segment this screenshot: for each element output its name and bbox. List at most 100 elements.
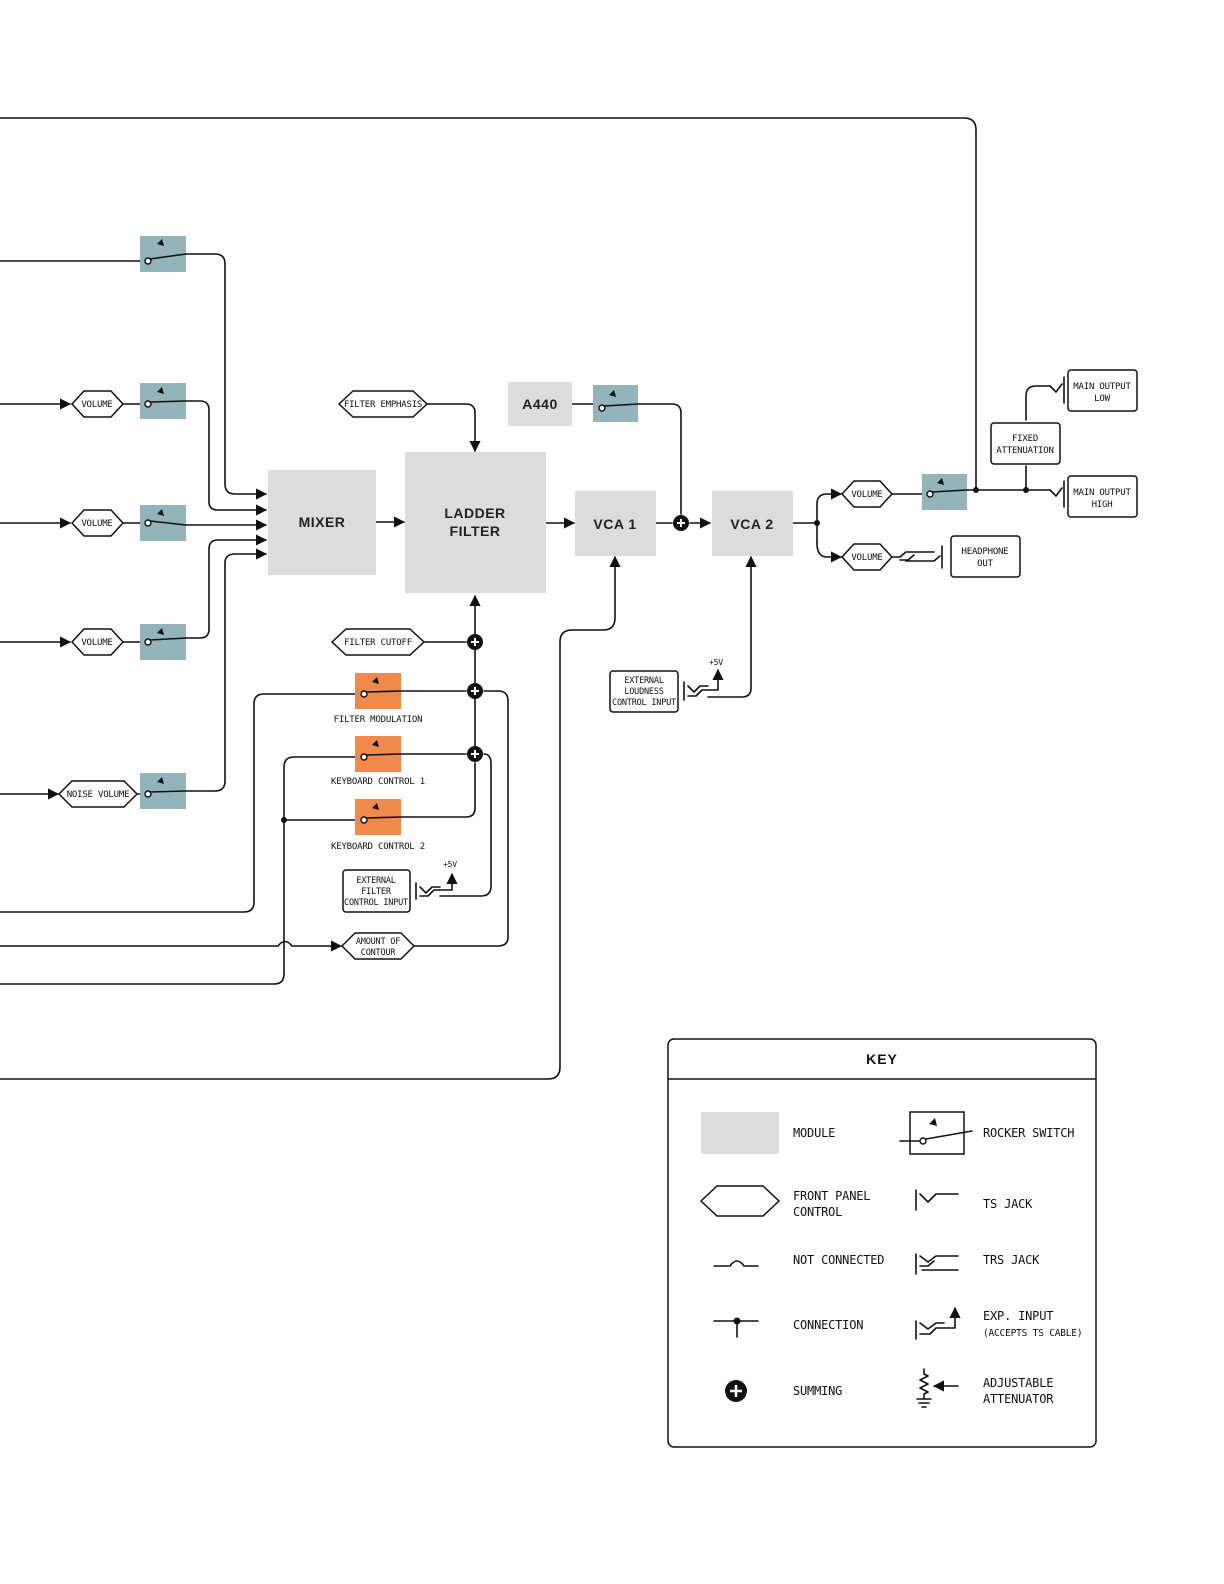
rocker-switch[interactable] — [140, 773, 187, 809]
svg-text:AMOUNT OF: AMOUNT OF — [356, 937, 400, 947]
rocker-switch[interactable] — [140, 505, 187, 541]
rocker-switch-icon — [899, 1111, 973, 1155]
main-output-low-jack[interactable]: MAIN OUTPUT LOW — [1049, 369, 1138, 412]
headphone-volume-control[interactable]: VOLUME — [840, 543, 894, 571]
wires — [0, 117, 1051, 1080]
svg-text:HIGH: HIGH — [1092, 500, 1113, 510]
svg-text:NOISE VOLUME: NOISE VOLUME — [67, 790, 130, 800]
summing-icon — [467, 746, 483, 762]
svg-text:VOLUME: VOLUME — [81, 400, 112, 410]
svg-text:CONTROL INPUT: CONTROL INPUT — [612, 698, 676, 708]
svg-text:FILTER EMPHASIS: FILTER EMPHASIS — [344, 400, 422, 410]
svg-text:EXP. INPUT: EXP. INPUT — [983, 1309, 1053, 1323]
svg-text:MAIN OUTPUT: MAIN OUTPUT — [1073, 488, 1131, 498]
rocker-switch-filter-modulation[interactable] — [355, 673, 402, 709]
rocker-switch[interactable] — [140, 624, 187, 660]
main-output-high-jack[interactable]: MAIN OUTPUT HIGH — [1049, 475, 1138, 518]
adjustable-attenuator-icon — [916, 1368, 959, 1408]
svg-text:CONTOUR: CONTOUR — [361, 948, 397, 958]
volume-control[interactable]: VOLUME — [70, 509, 125, 537]
ladder-filter-label-1: LADDER — [444, 505, 505, 521]
rocker-switch-keyboard-control-1[interactable] — [355, 736, 402, 772]
jacks: EXTERNAL FILTER CONTROL INPUT +5V EXTERN… — [342, 369, 1138, 913]
ext-filter-control-input[interactable]: EXTERNAL FILTER CONTROL INPUT +5V — [342, 860, 457, 913]
svg-text:(ACCEPTS TS CABLE): (ACCEPTS TS CABLE) — [983, 1328, 1082, 1339]
key-title: KEY — [866, 1051, 898, 1067]
volume-control[interactable]: VOLUME — [70, 628, 125, 656]
svg-text:TRS JACK: TRS JACK — [983, 1253, 1040, 1267]
svg-text:ATTENUATOR: ATTENUATOR — [983, 1392, 1054, 1406]
front-panel-controls: VOLUME VOLUME VOLUME NOISE VOLUME FILTER… — [57, 390, 894, 960]
vca1-label: VCA 1 — [593, 516, 636, 532]
svg-text:HEADPHONE: HEADPHONE — [962, 547, 1009, 557]
svg-text:CONTROL: CONTROL — [793, 1205, 842, 1219]
svg-text:FILTER CUTOFF: FILTER CUTOFF — [344, 638, 412, 648]
filter-cutoff-control[interactable]: FILTER CUTOFF — [330, 628, 426, 656]
trs-jack-icon — [915, 1253, 959, 1275]
ladder-filter-module — [405, 452, 546, 593]
connection-dots — [281, 487, 1029, 823]
rocker-switch[interactable] — [140, 383, 187, 419]
noise-volume-control[interactable]: NOISE VOLUME — [57, 780, 139, 808]
summing-icon — [467, 683, 483, 699]
svg-text:NOT CONNECTED: NOT CONNECTED — [793, 1253, 884, 1267]
rocker-switch-keyboard-control-2[interactable] — [355, 799, 402, 835]
ts-jack-icon — [915, 1189, 959, 1211]
svg-text:TS JACK: TS JACK — [983, 1197, 1033, 1211]
headphone-out-jack[interactable]: HEADPHONE OUT — [891, 535, 1021, 578]
connection-icon — [713, 1317, 759, 1338]
svg-text:VOLUME: VOLUME — [81, 638, 112, 648]
vca2-module — [712, 491, 793, 556]
svg-text:ROCKER SWITCH: ROCKER SWITCH — [983, 1126, 1074, 1140]
svg-text:FILTER: FILTER — [361, 887, 392, 897]
mixer-module — [268, 470, 376, 575]
keyboard-control-2-label: KEYBOARD CONTROL 2 — [331, 842, 425, 852]
key-module-label: MODULE — [793, 1126, 835, 1140]
summing-icon — [673, 515, 689, 531]
filter-emphasis-control[interactable]: FILTER EMPHASIS — [337, 390, 429, 418]
rocker-switch-a440[interactable] — [593, 385, 639, 422]
vca1-module — [575, 491, 656, 556]
filter-modulation-label: FILTER MODULATION — [334, 715, 423, 725]
rocker-switches: FILTER MODULATION KEYBOARD CONTROL 1 KEY… — [140, 236, 968, 852]
fixed-attenuation-box: FIXED ATTENUATION — [990, 422, 1061, 465]
rocker-switch-output[interactable] — [922, 474, 968, 510]
svg-text:LOUDNESS: LOUDNESS — [624, 687, 663, 697]
front-panel-control-icon — [699, 1185, 781, 1217]
key-legend: KEY MODULE FRONT PANEL CONTROL NOT CONNE… — [667, 1038, 1097, 1448]
summing-nodes — [467, 515, 689, 762]
svg-text:VOLUME: VOLUME — [851, 553, 882, 563]
svg-text:MAIN OUTPUT: MAIN OUTPUT — [1073, 382, 1131, 392]
svg-text:SUMMING: SUMMING — [793, 1384, 842, 1398]
volume-control[interactable]: VOLUME — [70, 390, 125, 418]
module-swatch — [701, 1112, 779, 1154]
summing-icon — [725, 1380, 747, 1402]
svg-text:VOLUME: VOLUME — [851, 490, 882, 500]
summing-icon — [467, 634, 483, 650]
svg-text:+5V: +5V — [709, 658, 723, 667]
keyboard-control-1-label: KEYBOARD CONTROL 1 — [331, 777, 425, 787]
svg-text:EXTERNAL: EXTERNAL — [356, 876, 395, 886]
a440-module — [508, 382, 572, 426]
mixer-label: MIXER — [299, 514, 346, 530]
a440-label: A440 — [522, 396, 557, 412]
svg-text:EXTERNAL: EXTERNAL — [624, 676, 663, 686]
modules: MIXER LADDER FILTER VCA 1 VCA 2 A440 — [268, 382, 793, 593]
svg-text:CONNECTION: CONNECTION — [793, 1318, 863, 1332]
svg-text:FRONT PANEL: FRONT PANEL — [793, 1189, 870, 1203]
svg-text:FIXED: FIXED — [1012, 434, 1038, 444]
svg-text:ADJUSTABLE: ADJUSTABLE — [983, 1376, 1053, 1390]
exp-input-icon — [915, 1308, 955, 1340]
rocker-switch[interactable] — [140, 236, 187, 272]
svg-text:CONTROL INPUT: CONTROL INPUT — [344, 898, 408, 908]
svg-text:+5V: +5V — [443, 860, 457, 869]
ext-loudness-control-input[interactable]: EXTERNAL LOUDNESS CONTROL INPUT +5V — [609, 658, 723, 713]
vca2-label: VCA 2 — [730, 516, 773, 532]
svg-text:ATTENUATION: ATTENUATION — [996, 446, 1053, 456]
svg-text:OUT: OUT — [977, 559, 993, 569]
svg-text:LOW: LOW — [1094, 394, 1110, 404]
main-volume-control[interactable]: VOLUME — [840, 480, 894, 508]
svg-text:VOLUME: VOLUME — [81, 519, 112, 529]
